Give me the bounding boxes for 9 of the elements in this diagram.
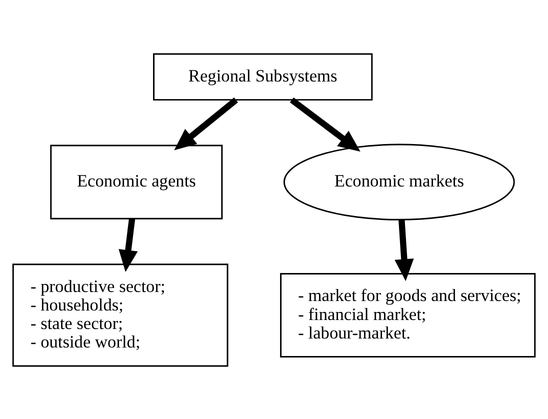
arrow	[394, 219, 414, 281]
arrow	[118, 218, 138, 272]
node-box: Economic agents	[50, 144, 223, 219]
node-box: Regional Subsystems	[153, 52, 373, 100]
arrow	[174, 97, 238, 150]
node-box: - market for goods and services; - financial market; - labour-market.	[280, 272, 536, 357]
node-box: - productive sector; - households; - state sector; - outside world;	[12, 263, 228, 366]
arrow	[290, 96, 360, 152]
node-ellipse: Economic markets	[283, 143, 515, 220]
